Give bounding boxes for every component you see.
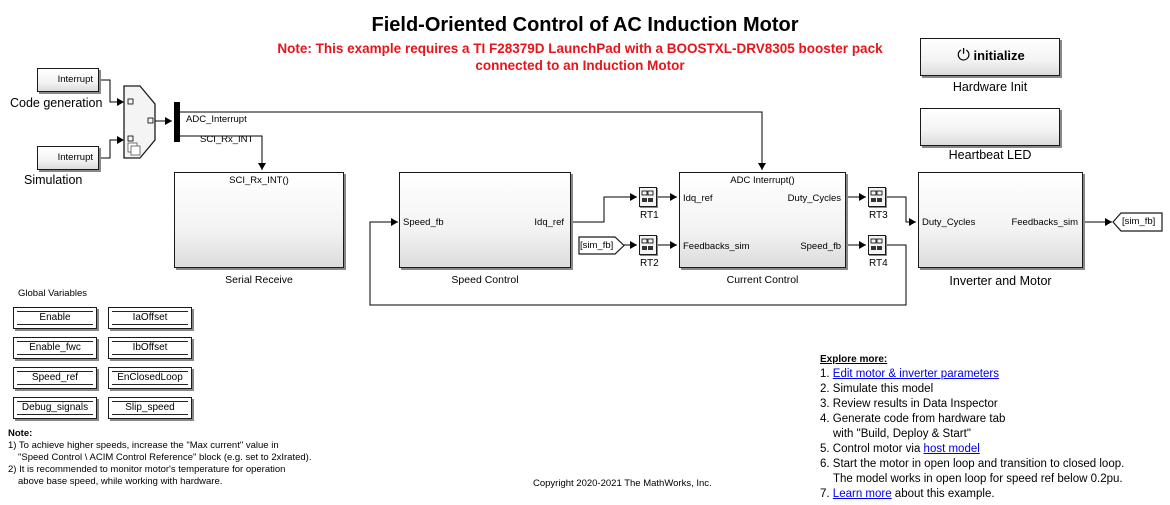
explore-step-2: 2. Simulate this model [820,383,934,395]
from-tag-shape [578,236,625,255]
global-var-iaoffset[interactable]: IaOffset [108,307,192,329]
variant-merge-block[interactable] [122,84,158,160]
note-line-1: Note: This example requires a TI F28379D… [277,41,883,56]
interrupt-block-simulation[interactable]: Interrupt [37,146,99,170]
speed-control-block[interactable]: Speed_fb Idq_ref [399,172,571,268]
explore-step-4b: with "Build, Deploy & Start" [833,428,971,440]
hardware-requirement-note: Note: This example requires a TI F28379D… [250,40,910,74]
notes-annotation: Note: 1) To achieve higher speeds, incre… [8,428,311,488]
rate-transition-rt2[interactable] [639,235,657,255]
serial-receive-header: SCI_Rx_INT() [229,175,289,186]
rate-transition-rt1[interactable] [639,187,657,207]
heartbeat-led-block[interactable] [920,108,1060,146]
speed-fb-port: Speed_fb [403,217,444,228]
initialize-button[interactable]: ⏻ initialize [921,47,1061,65]
duty-cycles-out-port: Duty_Cycles [787,193,841,204]
rate-transition-rt3[interactable] [868,187,886,207]
rate-transition-icon [870,238,883,250]
from-sim-fb-tag[interactable]: [sim_fb] [580,240,614,251]
step-5-text: 5. Control motor via [820,443,924,455]
interrupt-label: Interrupt [57,152,93,163]
rt3-label: RT3 [869,210,888,221]
current-control-caption: Current Control [726,274,799,286]
goto-tag-shape [1112,212,1163,232]
rate-transition-rt4[interactable] [868,235,886,255]
goto-sim-fb-tag[interactable]: [sim_fb] [1122,216,1156,227]
explore-step-4a: 4. Generate code from hardware tab [820,413,1006,425]
global-var-enable[interactable]: Enable [13,307,97,329]
current-control-header: ADC Interrupt() [730,175,795,186]
global-var-speed-ref[interactable]: Speed_ref [13,367,97,389]
bus-bar [174,102,180,142]
explore-title: Explore more: [820,354,888,365]
initialize-label: initialize [973,48,1025,63]
explore-step-7: 7. Learn more about this example. [820,487,1124,502]
current-control-block[interactable]: ADC Interrupt() Idq_ref Feedbacks_sim Du… [679,172,846,268]
step-7-number: 7. [820,488,833,500]
notes-line-4: above base speed, while working with har… [18,476,223,487]
explore-step-5: 5. Control motor via host model [820,442,1124,457]
notes-title: Note: [8,428,33,439]
inverter-motor-caption: Inverter and Motor [949,274,1052,288]
sci-rx-int-label: SCI_Rx_INT [200,134,254,145]
speed-control-caption: Speed Control [451,274,519,286]
explore-step-1: 1. Edit motor & inverter parameters [820,367,1124,382]
adc-interrupt-label: ADC_Interrupt [186,114,247,125]
interrupt-label: Interrupt [57,74,93,85]
feedbacks-sim-out-port: Feedbacks_sim [1011,217,1078,228]
global-var-iboffset[interactable]: IbOffset [108,337,192,359]
step-1-number: 1. [820,368,833,380]
step-7-text: about this example. [891,488,995,500]
serial-receive-caption: Serial Receive [225,274,293,286]
serial-receive-block[interactable]: SCI_Rx_INT() [174,172,344,268]
explore-step-3: 3. Review results in Data Inspector [820,398,998,410]
simulation-caption: Simulation [24,173,83,187]
speed-fb-out-port: Speed_fb [800,241,841,252]
global-variables-header: Global Variables [18,288,88,299]
rt1-label: RT1 [640,210,659,221]
duty-cycles-in-port: Duty_Cycles [922,217,976,228]
explore-more-panel: Explore more: 1. Edit motor & inverter p… [820,352,1124,502]
explore-step-6b: The model works in open loop for speed r… [833,473,1123,485]
learn-more-link[interactable]: Learn more [832,488,892,500]
interrupt-block-codegen[interactable]: Interrupt [37,68,99,92]
heartbeat-led-caption: Heartbeat LED [948,148,1032,162]
explore-step-6a: 6. Start the motor in open loop and tran… [820,458,1125,470]
inverter-motor-block[interactable]: Duty_Cycles Feedbacks_sim [918,172,1083,268]
rate-transition-icon [870,190,883,202]
rate-transition-icon [641,190,654,202]
idq-ref-port: Idq_ref [534,217,564,228]
hardware-init-block[interactable]: ⏻ initialize [920,38,1060,76]
rt2-label: RT2 [640,258,659,269]
feedbacks-sim-in-port: Feedbacks_sim [683,241,750,252]
host-model-link[interactable]: host model [923,443,980,455]
rate-transition-icon [641,238,654,250]
global-var-enable-fwc[interactable]: Enable_fwc [13,337,97,359]
copyright-text: Copyright 2020-2021 The MathWorks, Inc. [533,478,712,489]
note-line-2: connected to an Induction Motor [475,58,685,73]
code-generation-caption: Code generation [10,96,103,110]
edit-parameters-link[interactable]: Edit motor & inverter parameters [832,368,999,380]
power-icon: ⏻ [957,47,970,64]
global-var-slip-speed[interactable]: Slip_speed [108,397,192,419]
notes-line-1: 1) To achieve higher speeds, increase th… [8,440,279,451]
notes-line-2: "Speed Control \ ACIM Control Reference"… [18,452,312,463]
notes-line-3: 2) It is recommended to monitor motor's … [8,464,286,475]
rt4-label: RT4 [869,258,888,269]
idq-ref-in-port: Idq_ref [683,193,713,204]
hardware-init-caption: Hardware Init [952,80,1028,94]
global-var-debug-signals[interactable]: Debug_signals [13,397,97,419]
global-var-enclosedloop[interactable]: EnClosedLoop [108,367,192,389]
diagram-title: Field-Oriented Control of AC Induction M… [371,14,799,36]
